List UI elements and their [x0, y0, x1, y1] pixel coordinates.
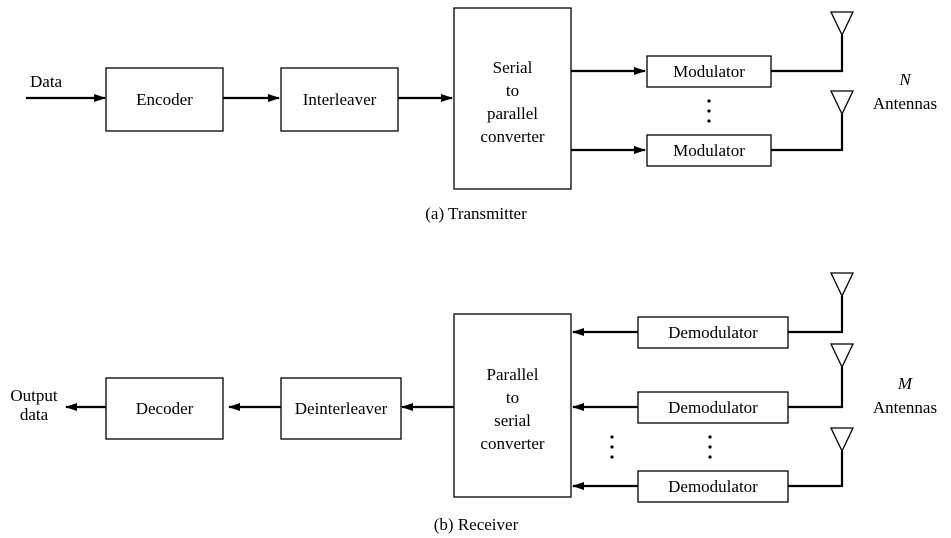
transmitter-caption: (a) Transmitter [425, 204, 527, 223]
deinterleaver-label: Deinterleaver [295, 399, 388, 418]
parallel-to-serial-converter-block [453, 313, 572, 498]
receive-antenna-count: M [897, 374, 913, 393]
demodulator-label-2: Demodulator [668, 398, 758, 417]
antenna-to-demodulator-2-wire [788, 367, 844, 409]
output-data-label-line1: Output [10, 386, 58, 405]
transmit-antennas-label: Antennas [873, 94, 937, 113]
deinterleaver-block [280, 377, 402, 440]
antenna-icon [829, 272, 855, 298]
converter-line-serial: Serial [493, 58, 533, 77]
output-data-label-line2: data [20, 405, 49, 424]
demodulator-label-3: Demodulator [668, 477, 758, 496]
demodulator-ellipsis [708, 435, 712, 459]
antenna-icon [829, 343, 855, 369]
interleaver-block [280, 67, 399, 132]
receive-antennas-label: Antennas [873, 398, 937, 417]
data-input-label: Data [30, 72, 63, 91]
encoder-label: Encoder [136, 90, 193, 109]
converter-line-to: to [506, 81, 519, 100]
converter-line-parallel: parallel [487, 104, 538, 123]
converter-line-converter: converter [480, 127, 545, 146]
modulator-2-to-antenna-wire [771, 114, 844, 152]
converter-line-serial: serial [494, 411, 531, 430]
decoder-block [105, 377, 224, 440]
demodulator-block-1 [637, 316, 789, 349]
converter-line-converter: converter [480, 434, 545, 453]
antenna-icon [829, 90, 855, 116]
demodulator-block-3 [637, 470, 789, 503]
receiver-diagram: Parallel to serial converter Demodulator… [10, 272, 937, 534]
receiver-caption: (b) Receiver [434, 515, 519, 534]
interleaver-label: Interleaver [303, 90, 377, 109]
serial-to-parallel-converter-block [453, 7, 572, 190]
antenna-icon [829, 11, 855, 37]
modulator-1-to-antenna-wire [771, 35, 844, 73]
converter-line-parallel: Parallel [487, 365, 539, 384]
modulator-label-1: Modulator [673, 62, 745, 81]
converter-line-to: to [506, 388, 519, 407]
modulator-block-2 [646, 134, 772, 167]
antenna-icon [829, 427, 855, 453]
antenna-to-demodulator-1-wire [788, 296, 844, 334]
encoder-block [105, 67, 224, 132]
transmit-antenna-count: N [898, 70, 912, 89]
antenna-to-demodulator-3-wire [788, 451, 844, 488]
input-arrow-ellipsis [610, 435, 614, 459]
demodulator-label-1: Demodulator [668, 323, 758, 342]
modulator-label-2: Modulator [673, 141, 745, 160]
transmitter-diagram: Data Encoder Interleaver Serial to paral… [26, 7, 937, 223]
decoder-label: Decoder [136, 399, 194, 418]
modulator-ellipsis [707, 99, 711, 123]
